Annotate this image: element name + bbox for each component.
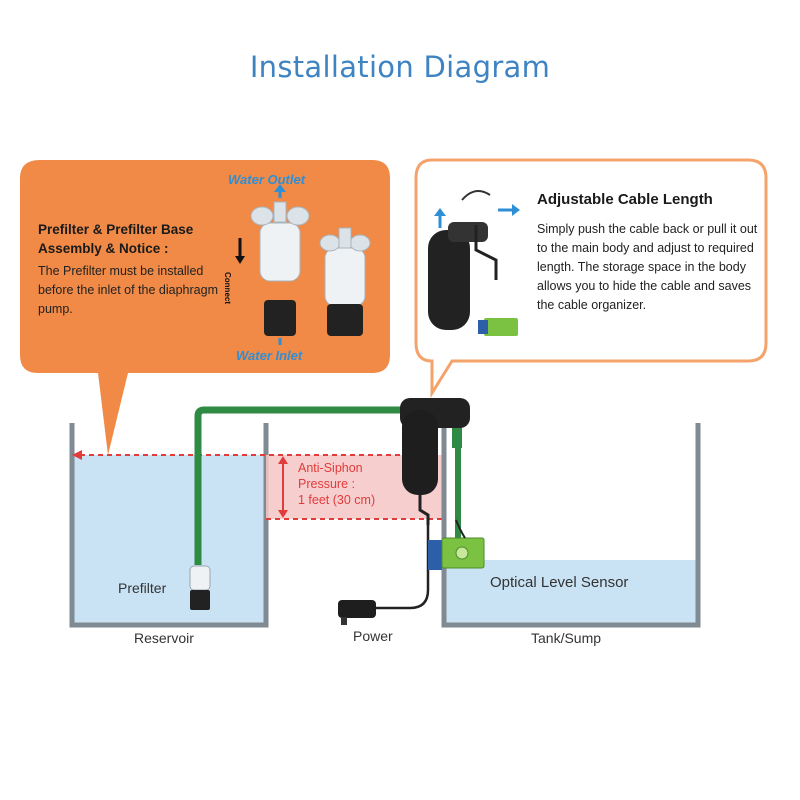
prefilter-label: Prefilter <box>118 580 167 596</box>
tank-label: Tank/Sump <box>531 630 602 646</box>
cable-length-body: Simply push the cable back or pull it ou… <box>537 222 758 312</box>
prefilter-device <box>189 565 211 610</box>
anti-siphon-line-3: 1 feet (30 cm) <box>298 493 376 507</box>
reservoir-water <box>72 455 266 623</box>
prefilter-notice-title: Prefilter & Prefilter Base Assembly & No… <box>38 222 194 256</box>
power-cable <box>375 525 430 610</box>
power-adapter <box>338 600 376 618</box>
power-label: Power <box>353 628 393 644</box>
prefilter-illustration <box>235 184 371 345</box>
anti-siphon-line-2: Pressure : <box>298 477 355 491</box>
prefilter-notice-body: The Prefilter must be installed before t… <box>38 264 218 316</box>
level-sensor <box>428 519 485 570</box>
tank-water <box>444 560 698 623</box>
anti-siphon-line-1: Anti-Siphon <box>298 461 363 475</box>
pump-illustration <box>428 190 520 336</box>
anti-siphon-label: Anti-Siphon Pressure : 1 feet (30 cm) <box>298 460 375 508</box>
connect-label: Connect <box>223 272 232 304</box>
water-outlet-label: Water Outlet <box>228 172 306 187</box>
water-inlet-label: Water Inlet <box>236 348 303 363</box>
inlet-tube <box>194 406 408 565</box>
tank-walls <box>441 423 701 628</box>
sensor-label: Optical Level Sensor <box>490 574 629 591</box>
reservoir-label: Reservoir <box>134 630 194 646</box>
reservoir-walls <box>69 423 269 628</box>
pump-device <box>400 398 470 525</box>
page-title: Installation Diagram <box>249 50 551 84</box>
cable-length-title: Adjustable Cable Length <box>537 191 713 208</box>
